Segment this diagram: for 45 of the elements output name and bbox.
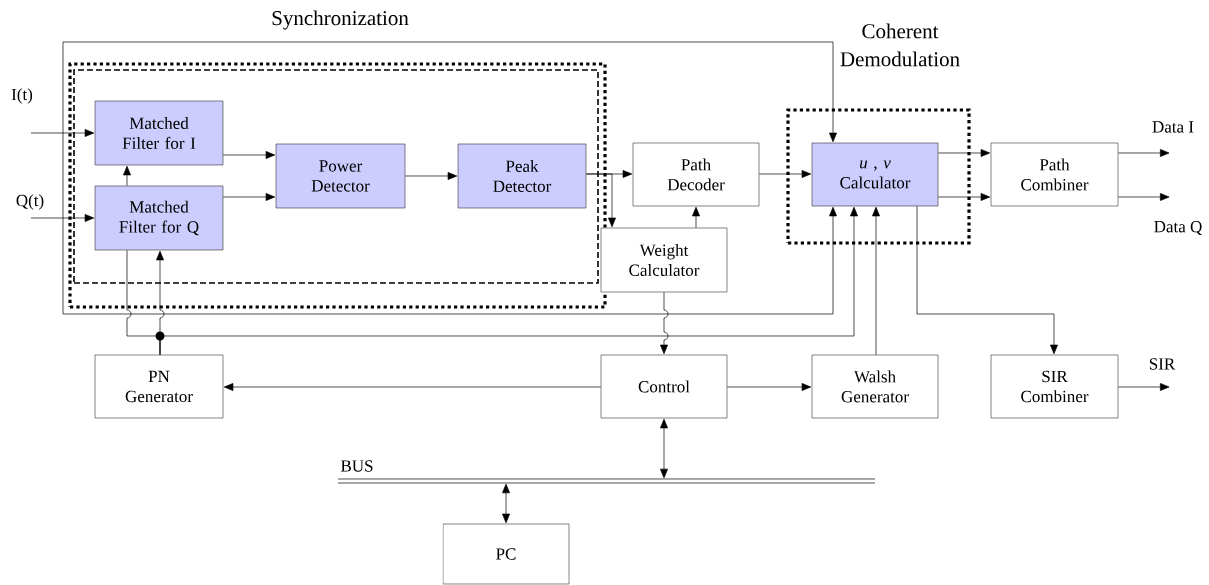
arrow <box>1117 193 1170 201</box>
arrow <box>159 206 858 356</box>
edge-label: I(t) <box>10 87 34 105</box>
arrow <box>726 383 812 391</box>
detector-block: Peak Detector <box>457 143 587 209</box>
arrow <box>123 165 131 187</box>
arrow <box>1117 149 1170 157</box>
arrow <box>62 41 837 315</box>
calculator-block: Weight Calculator <box>600 227 728 293</box>
arrow <box>937 149 991 157</box>
arrow <box>872 206 880 356</box>
filter-block: Matched Filter for I <box>94 100 224 166</box>
arrow <box>222 151 276 159</box>
arrow <box>223 383 602 391</box>
generator-block: Walsh Generator <box>811 354 939 419</box>
calculator-block: u , v Calculator <box>811 142 939 207</box>
arrow <box>30 129 95 137</box>
arrow <box>758 170 812 178</box>
arrow <box>222 193 276 201</box>
combiner-block: SIR Combiner <box>990 354 1119 419</box>
dashed-frame <box>73 69 599 284</box>
arrow <box>937 193 991 201</box>
edge-label: Data I <box>1151 120 1195 134</box>
arrow <box>1117 383 1170 391</box>
control-block: Control <box>600 354 728 419</box>
edge-label: Q(t) <box>14 193 46 211</box>
decoder-block: Path Decoder <box>632 142 760 207</box>
edge-label: Data Q <box>1152 220 1204 236</box>
bus-line: BUS <box>337 460 876 484</box>
node-label: Synchronization <box>272 10 409 30</box>
filter-block: Matched Filter for Q <box>94 185 224 251</box>
arrow <box>585 173 616 228</box>
arrow <box>660 418 668 479</box>
generator-block: PN Generator <box>94 354 224 419</box>
arrow <box>692 206 700 229</box>
edge-label: SIR <box>1147 357 1177 371</box>
arrow <box>502 483 510 524</box>
pc-block: PC <box>442 523 570 585</box>
arrow <box>660 291 669 355</box>
arrow <box>30 214 95 222</box>
combiner-block: Path Combiner <box>990 142 1119 207</box>
arrow <box>404 172 458 180</box>
node-label: Coherent Demodulation <box>840 23 960 67</box>
detector-block: Power Detector <box>275 143 406 209</box>
arrow <box>916 205 1058 355</box>
